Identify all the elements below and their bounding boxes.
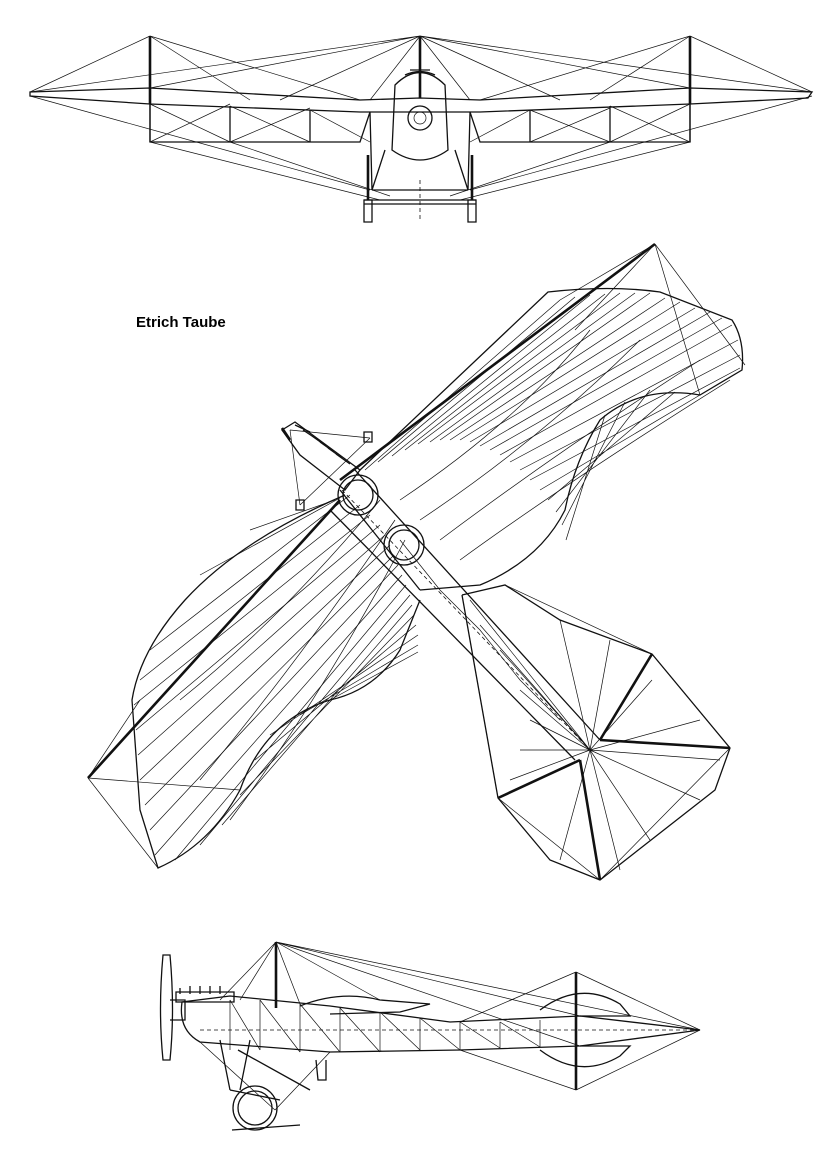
front-view	[30, 36, 812, 222]
top-view	[88, 244, 745, 880]
drawing-title: Etrich Taube	[136, 314, 226, 331]
side-view	[161, 942, 701, 1130]
